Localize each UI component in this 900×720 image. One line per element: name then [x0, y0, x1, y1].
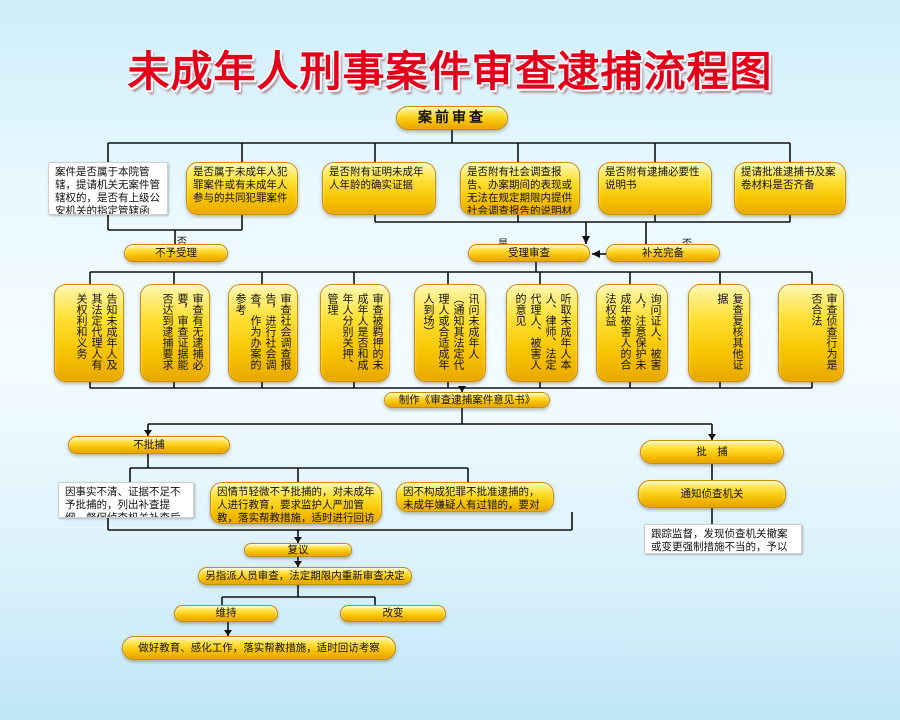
review-item-opinions: 听取未成年人本人、律师、法定代理人、被害人的意见	[506, 284, 578, 382]
check-jurisdiction: 案件是否属于本院管辖，提请机关无案件管辖权的，是否有上级公安机关的指定管辖函	[48, 162, 168, 215]
supplement-box: 补充完备	[606, 244, 720, 262]
make-opinion-box: 制作《审查逮捕案件意见书》	[384, 392, 550, 408]
review-item-rights: 告知未成年人及其法定代理人有关权利和义务	[54, 284, 124, 382]
review-item-witness: 询问证人、被害人，注意保护未成年被害人的合法权益	[596, 284, 668, 382]
accept-review-box: 受理审查	[468, 244, 590, 262]
final-box: 做好教育、感化工作，落实帮教措施，适时回访考察	[122, 636, 396, 660]
not-arrest-insufficient: 因事实不清、证据不足不予批捕的，列出补查提纲，督促侦查机关补查后重新报捕	[58, 482, 194, 518]
review-item-evidence: 复查复核其他证据	[688, 284, 750, 382]
check-age-evidence: 是否附有证明未成年人年龄的确实证据	[322, 162, 436, 215]
not-arrest-minor: 因情节轻微不予批捕的，对未成年人进行教育，要求监护人严加管教，落实帮教措施，适时…	[210, 482, 382, 524]
review-item-custody: 审查被羁押的未成年人是否和成年人分别关押、管理	[320, 284, 390, 382]
check-juvenile-case: 是否属于未成年人犯罪案件或有未成年人参与的共同犯罪案件	[186, 162, 298, 215]
reassign-box: 另指派人员审查，法定期限内重新审查决定	[198, 567, 412, 585]
pre-review-box: 案前审查	[396, 106, 508, 130]
check-arrest-necessity: 是否附有逮捕必要性说明书	[598, 162, 712, 215]
review-item-social: 审查社会调查报告，进行社会调查，作为办案的参考	[228, 284, 298, 382]
not-arrest-no-crime: 因不构成犯罪不批准逮捕的，未成年嫌疑人有过错的，要对其进行批评教育	[396, 482, 554, 512]
check-materials-complete: 提请批准逮捕书及案卷材料是否齐备	[734, 162, 846, 215]
reconsider-box: 复议	[244, 543, 352, 557]
not-accept-box: 不予受理	[124, 244, 228, 262]
review-item-necessity: 审查有无逮捕必要，审查证据能否达到逮捕要求	[140, 284, 210, 382]
change-box: 改变	[340, 605, 446, 622]
review-item-legality: 审查侦查行为是否合法	[778, 284, 844, 382]
approve-box: 批 捕	[640, 440, 784, 464]
page-title: 未成年人刑事案件审查逮捕流程图	[127, 47, 773, 96]
check-social-report: 是否附有社会调查报告、办案期间的表现或无法在规定期限内提供社会调查报告的说明材料	[460, 162, 580, 215]
not-arrest-box: 不批捕	[68, 436, 230, 454]
maintain-box: 维持	[174, 605, 278, 622]
notify-box: 通知侦查机关	[638, 480, 786, 508]
follow-up-box: 跟踪监督，发现侦查机关撤案或变更强制措施不当的，予以纠正	[644, 524, 802, 554]
review-item-interrogate: 讯问未成年人（通知其法定代理人或合适成年人到场）	[414, 284, 486, 382]
no-label-left: 否	[177, 237, 187, 248]
